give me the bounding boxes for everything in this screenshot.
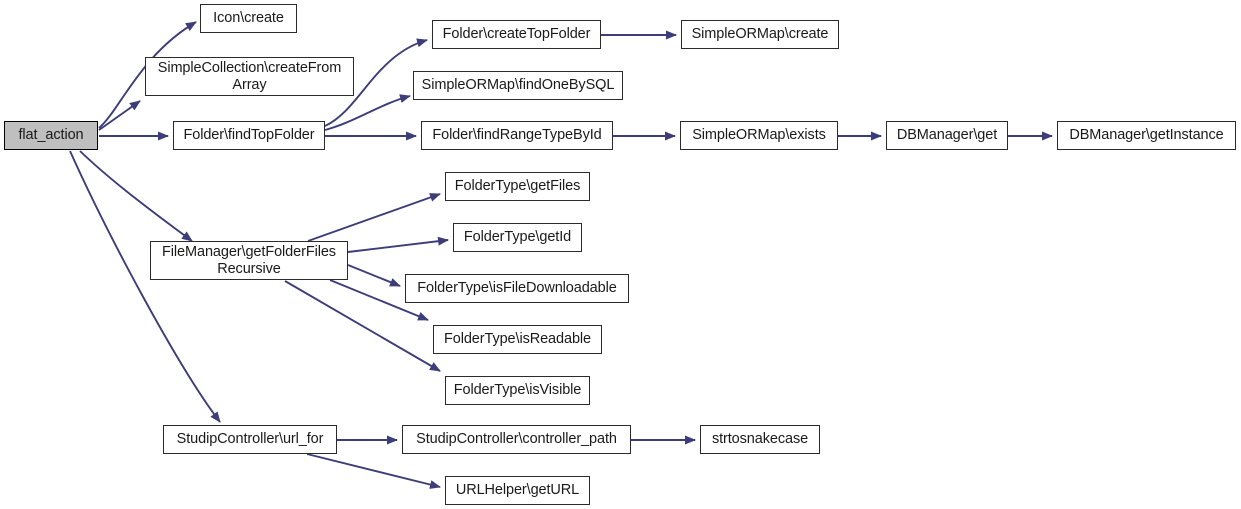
node-label-geturl: URLHelper\getURL [455,482,580,499]
edge-flat_action-to-url_for [69,150,221,423]
node-ormap_exists[interactable]: SimpleORMap\exists [680,121,838,150]
node-label-strtosnakecase: strtosnakecase [711,431,809,448]
node-label-flat_action: flat_action [18,127,84,144]
node-label-icon_create: Icon\create [213,10,284,27]
node-flat_action[interactable]: flat_action [4,121,98,150]
edge-url_for-to-geturl [306,453,441,489]
edge-filemanager-to-getid [347,236,449,253]
edge-filemanager-to-getfiles [307,193,441,242]
node-label-controller_path: StudipController\controller_path [416,431,617,448]
node-label-isreadable: FolderType\isReadable [443,331,591,348]
node-isvisible[interactable]: FolderType\isVisible [445,376,590,405]
node-label-ormap_create: SimpleORMap\create [691,26,829,43]
node-getfiles[interactable]: FolderType\getFiles [445,172,590,201]
node-isreadable[interactable]: FolderType\isReadable [433,325,602,354]
node-findrangetypebyid[interactable]: Folder\findRangeTypeById [421,121,613,150]
node-label-dbmanager_get: DBManager\get [896,127,998,144]
node-label-createtopfolder: Folder\createTopFolder [442,26,591,43]
node-label-isvisible: FolderType\isVisible [453,382,582,399]
node-label-getid: FolderType\getId [463,229,572,246]
node-geturl[interactable]: URLHelper\getURL [445,476,590,505]
edge-filemanager-to-isfiledownloadable [347,264,401,287]
node-createtopfolder[interactable]: Folder\createTopFolder [432,20,601,49]
node-strtosnakecase[interactable]: strtosnakecase [700,425,820,454]
node-dbmanager_get[interactable]: DBManager\get [886,121,1008,150]
node-controller_path[interactable]: StudipController\controller_path [402,425,631,454]
node-label-isfiledownloadable: FolderType\isFileDownloadable [417,280,617,297]
node-icon_create[interactable]: Icon\create [200,4,297,33]
node-getid[interactable]: FolderType\getId [453,223,582,252]
node-label-getfiles: FolderType\getFiles [454,178,581,195]
edge-findtopfolder-to-findonebysql [324,94,411,131]
node-url_for[interactable]: StudipController\url_for [163,425,337,454]
node-findtopfolder[interactable]: Folder\findTopFolder [173,121,325,150]
node-label-findonebysql: SimpleORMap\findOneBySQL [421,77,615,94]
node-label-dbmanager_instance: DBManager\getInstance [1069,127,1224,144]
edge-flat_action-to-filemanager [79,150,193,242]
node-findonebysql[interactable]: SimpleORMap\findOneBySQL [413,71,623,100]
node-simplecollection[interactable]: SimpleCollection\createFrom Array [145,57,354,96]
edge-flat_action-to-simplecollection [98,100,141,131]
node-label-url_for: StudipController\url_for [176,431,324,448]
node-isfiledownloadable[interactable]: FolderType\isFileDownloadable [405,274,629,303]
node-label-ormap_exists: SimpleORMap\exists [692,127,826,144]
node-label-simplecollection: SimpleCollection\createFrom Array [157,60,342,93]
node-label-filemanager: FileManager\getFolderFiles Recursive [162,244,336,277]
node-ormap_create[interactable]: SimpleORMap\create [681,20,839,49]
node-label-findtopfolder: Folder\findTopFolder [183,127,315,144]
node-dbmanager_instance[interactable]: DBManager\getInstance [1057,121,1236,150]
node-filemanager[interactable]: FileManager\getFolderFiles Recursive [150,241,348,280]
node-label-findrangetypebyid: Folder\findRangeTypeById [432,127,602,144]
